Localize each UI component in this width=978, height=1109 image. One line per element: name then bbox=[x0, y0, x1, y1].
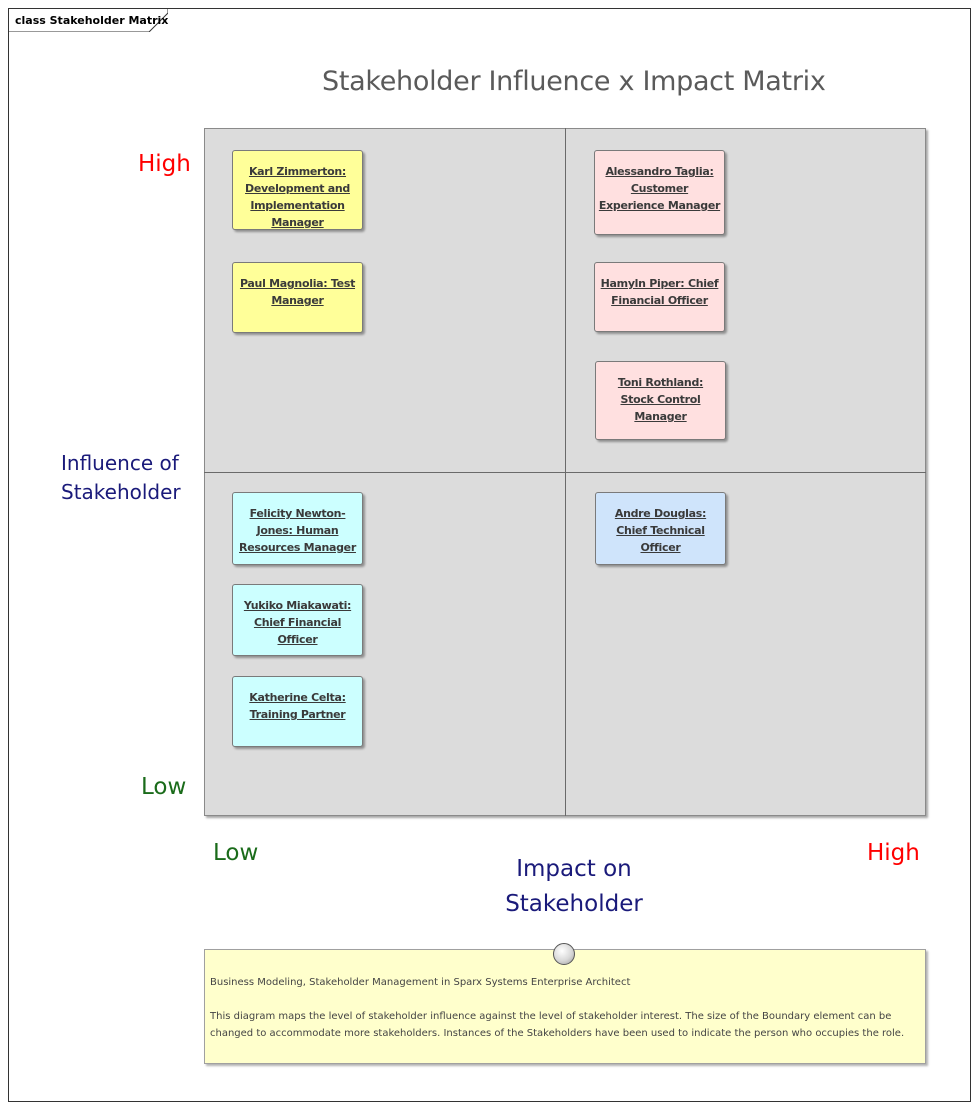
impact-axis-title-line1: Impact on bbox=[516, 856, 632, 882]
stakeholder-label: Yukiko Miakawati: Chief Financial Office… bbox=[243, 599, 352, 646]
impact-axis-title-line2: Stakeholder bbox=[505, 891, 643, 917]
frame-label: class Stakeholder Matrix bbox=[15, 14, 169, 27]
diagram-title: Stakeholder Influence x Impact Matrix bbox=[322, 66, 826, 97]
stakeholder-label: Felicity Newton-Jones: Human Resources M… bbox=[239, 507, 356, 554]
influence-axis-title-line2: Stakeholder bbox=[61, 480, 181, 504]
impact-low-label: Low bbox=[213, 840, 259, 866]
stakeholder-label: Hamyln Piper: Chief Financial Officer bbox=[600, 277, 719, 307]
note-link-handle[interactable] bbox=[553, 943, 575, 965]
diagram-note[interactable]: Business Modeling, Stakeholder Managemen… bbox=[204, 949, 926, 1064]
stakeholder-label: Andre Douglas: Chief Technical Officer bbox=[614, 507, 707, 554]
stakeholder-katherine-celta[interactable]: Katherine Celta: Training Partner bbox=[232, 676, 363, 747]
stakeholder-label: Alessandro Taglia: Customer Experience M… bbox=[598, 165, 721, 212]
stakeholder-label: Paul Magnolia: Test Manager bbox=[239, 277, 356, 307]
stakeholder-karl-zimmerton[interactable]: Karl Zimmerton: Development and Implemen… bbox=[232, 150, 363, 230]
influence-low-label: Low bbox=[141, 774, 187, 800]
impact-high-label: High bbox=[867, 840, 920, 866]
stakeholder-label: Karl Zimmerton: Development and Implemen… bbox=[245, 165, 350, 229]
note-line-1: Business Modeling, Stakeholder Managemen… bbox=[210, 977, 631, 988]
note-line-2: This diagram maps the level of stakehold… bbox=[210, 1011, 905, 1039]
quadrant-divider-horizontal bbox=[204, 472, 926, 473]
stakeholder-yukiko-miakawati[interactable]: Yukiko Miakawati: Chief Financial Office… bbox=[232, 584, 363, 656]
stakeholder-toni-rothland[interactable]: Toni Rothland: Stock Control Manager bbox=[595, 361, 726, 440]
impact-axis-title: Impact on Stakeholder bbox=[504, 852, 644, 922]
frame-tab: class Stakeholder Matrix bbox=[8, 8, 168, 32]
stakeholder-hamyln-piper[interactable]: Hamyln Piper: Chief Financial Officer bbox=[594, 262, 725, 332]
stakeholder-paul-magnolia[interactable]: Paul Magnolia: Test Manager bbox=[232, 262, 363, 333]
influence-axis-title-line1: Influence of bbox=[61, 451, 179, 475]
stakeholder-felicity-newton-jones[interactable]: Felicity Newton-Jones: Human Resources M… bbox=[232, 492, 363, 565]
influence-axis-title: Influence of Stakeholder bbox=[61, 449, 181, 507]
stakeholder-label: Katherine Celta: Training Partner bbox=[249, 691, 346, 721]
stakeholder-label: Toni Rothland: Stock Control Manager bbox=[617, 376, 704, 423]
influence-high-label: High bbox=[138, 151, 191, 177]
stakeholder-andre-douglas[interactable]: Andre Douglas: Chief Technical Officer bbox=[595, 492, 726, 565]
frame-tab-outline bbox=[8, 8, 168, 32]
stakeholder-alessandro-taglia[interactable]: Alessandro Taglia: Customer Experience M… bbox=[594, 150, 725, 235]
